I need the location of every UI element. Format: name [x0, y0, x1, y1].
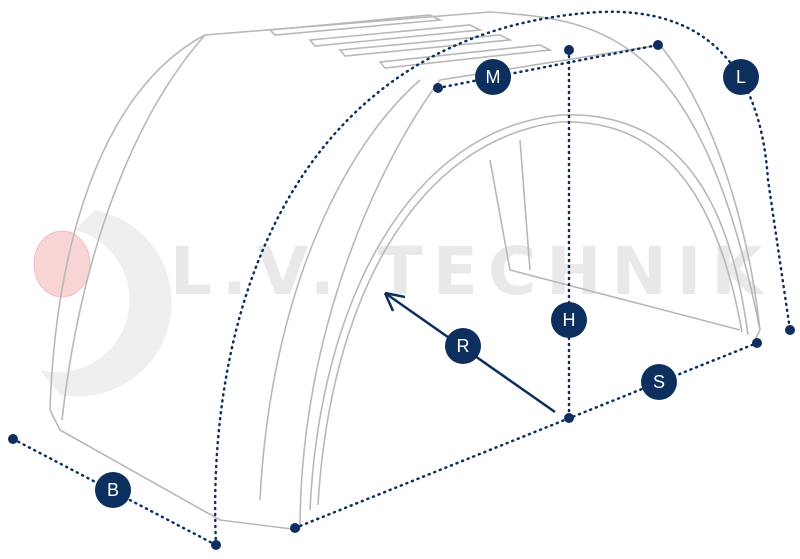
mudguard-outline	[49, 11, 761, 531]
label-b: B	[95, 472, 131, 508]
endpoints	[8, 40, 795, 550]
label-m-text: M	[486, 67, 501, 87]
label-h: H	[551, 302, 587, 338]
label-s-text: S	[653, 372, 665, 392]
dimension-line-l	[213, 10, 792, 547]
dimension-line-m	[436, 43, 660, 90]
watermark-logo	[33, 210, 172, 397]
label-s: S	[641, 364, 677, 400]
label-l-text: L	[736, 67, 746, 87]
label-l: L	[723, 59, 759, 95]
label-m: M	[475, 59, 511, 95]
dimension-line-s	[293, 341, 759, 530]
label-h-text: H	[563, 310, 576, 330]
label-r-text: R	[457, 336, 470, 356]
watermark-text: L.V. TECHNIK	[170, 233, 773, 310]
label-b-text: B	[107, 480, 119, 500]
label-r: R	[445, 328, 481, 364]
